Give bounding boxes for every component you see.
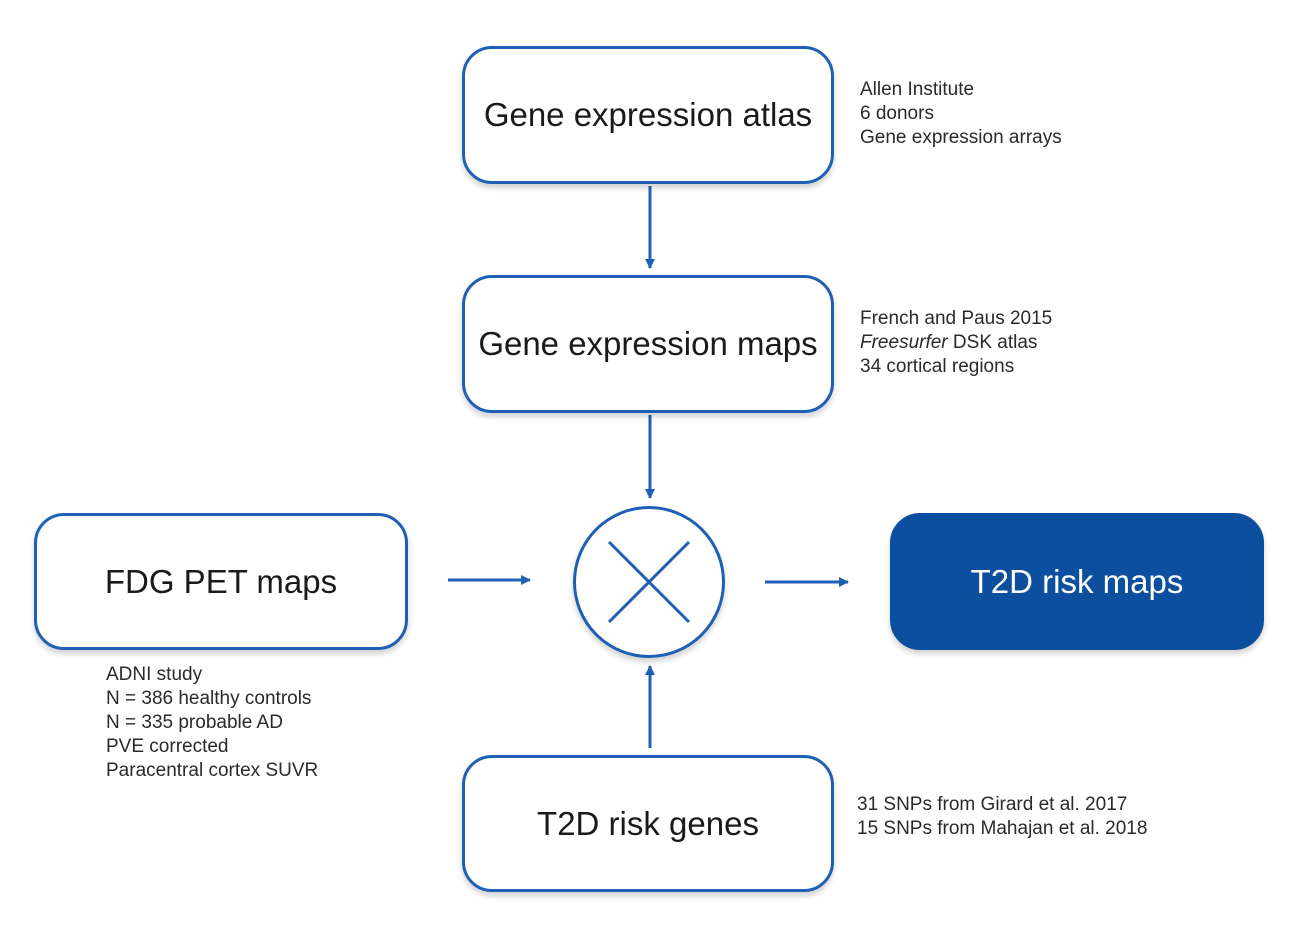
note-line: ADNI study (106, 664, 203, 685)
note-gene-expression-maps: French and Paus 2015 Freesurfer DSK atla… (860, 307, 1052, 379)
node-gene-expression-atlas: Gene expression atlas (462, 46, 834, 184)
note-line: Freesurfer DSK atlas (860, 331, 1052, 355)
note-line: 31 SNPs from Girard et al. 2017 (857, 794, 1128, 815)
note-line: N = 386 healthy controls (106, 688, 312, 709)
note-gene-expression-atlas: Allen Institute 6 donors Gene expression… (860, 78, 1062, 150)
note-line-rest: DSK atlas (947, 332, 1038, 353)
note-italic-software: Freesurfer (860, 332, 948, 353)
note-line: 34 cortical regions (860, 356, 1015, 377)
note-t2d-risk-genes: 31 SNPs from Girard et al. 2017 15 SNPs … (857, 793, 1147, 841)
node-fdg-pet-maps-label: FDG PET maps (104, 562, 338, 600)
node-t2d-risk-maps-label: T2D risk maps (970, 562, 1184, 600)
note-line: French and Paus 2015 (860, 308, 1053, 329)
node-t2d-risk-maps: T2D risk maps (890, 513, 1264, 650)
multiply-node (573, 506, 725, 658)
note-line: 6 donors (860, 103, 934, 124)
note-line: Paracentral cortex SUVR (106, 760, 319, 781)
note-line: PVE corrected (106, 736, 229, 757)
node-t2d-risk-genes-label: T2D risk genes (537, 804, 759, 842)
node-gene-expression-maps: Gene expression maps (462, 275, 834, 413)
note-line: Allen Institute (860, 79, 975, 100)
multiply-icon (607, 540, 691, 624)
node-gene-expression-atlas-label: Gene expression atlas (483, 96, 813, 133)
note-line: 15 SNPs from Mahajan et al. 2018 (857, 818, 1148, 839)
node-t2d-risk-genes: T2D risk genes (462, 755, 834, 892)
note-line: Gene expression arrays (860, 127, 1062, 148)
node-gene-expression-maps-label: Gene expression maps (478, 325, 818, 362)
note-fdg-pet-maps: ADNI study N = 386 healthy controls N = … (106, 663, 318, 783)
note-line: N = 335 probable AD (106, 712, 283, 733)
node-fdg-pet-maps: FDG PET maps (34, 513, 408, 650)
